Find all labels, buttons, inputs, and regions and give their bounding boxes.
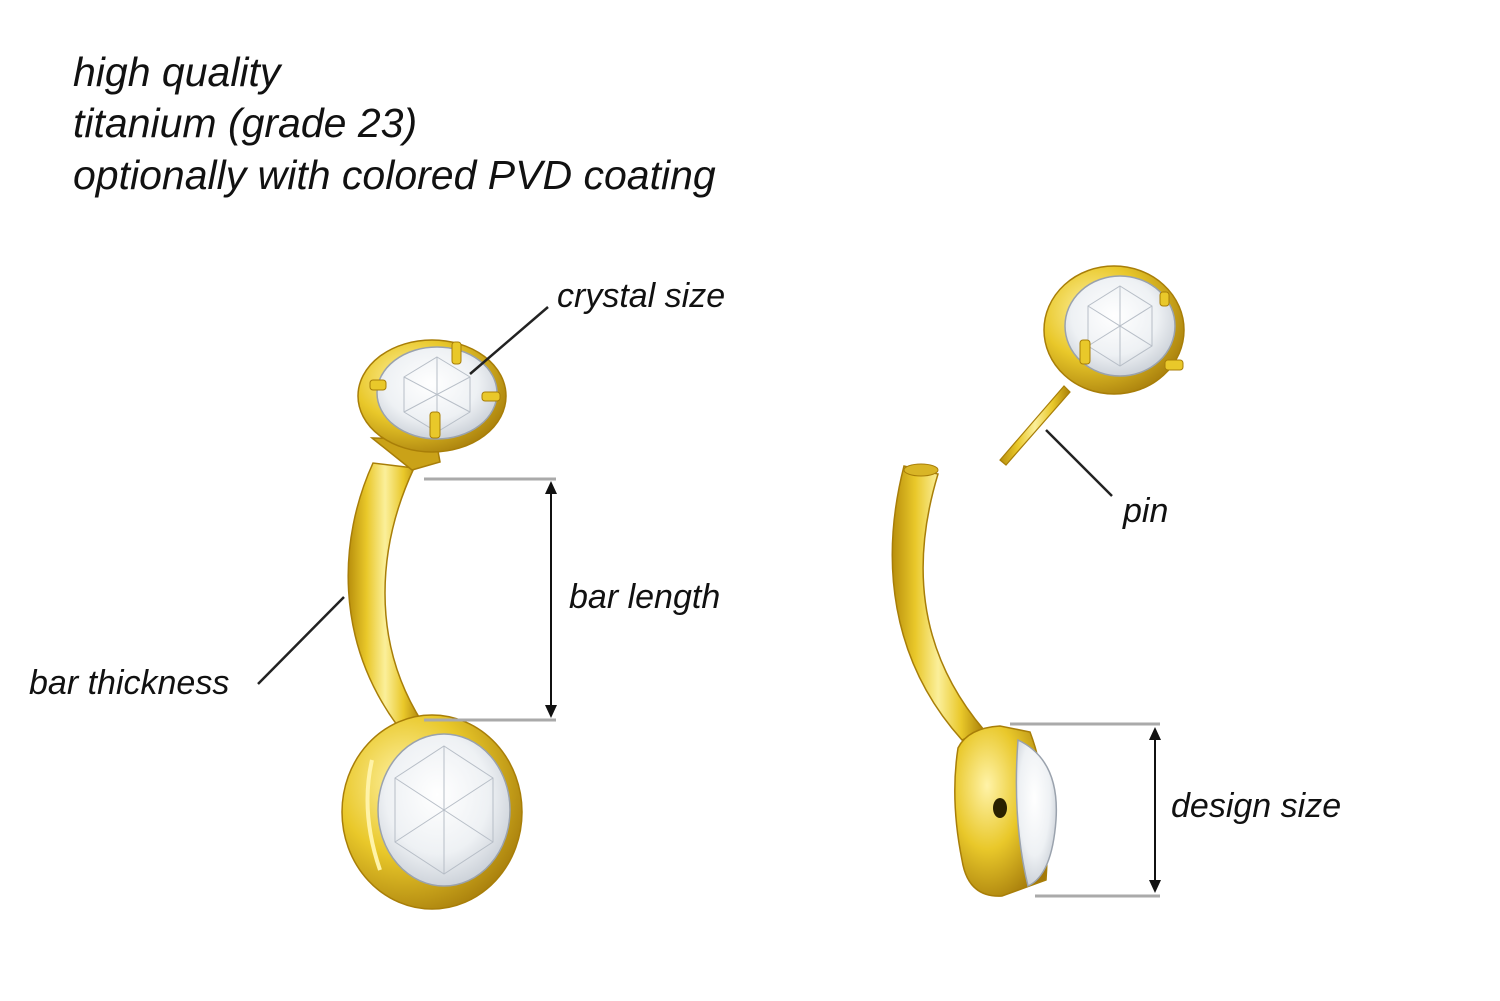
headline-coating: optionally with colored PVD coating: [73, 152, 716, 198]
curved-bar-open: [891, 465, 986, 741]
headline-material: titanium (grade 23): [73, 100, 418, 146]
curved-bar-with-design: [891, 463, 1058, 897]
crystal-size-leader: [469, 306, 549, 375]
top-crystal-setting: [357, 339, 507, 471]
pin-leader: [1045, 429, 1113, 497]
design-size-label: design size: [1171, 787, 1342, 825]
top-crystal-with-pin: [999, 265, 1185, 466]
curved-bar: [347, 462, 424, 726]
leader-lines: [257, 306, 1113, 685]
bar-length-dimension: [424, 477, 557, 722]
headline-quality: high quality: [73, 49, 281, 95]
bar-length-label: bar length: [569, 578, 721, 616]
bar-thickness-leader: [257, 596, 345, 685]
crystal-size-label: crystal size: [557, 277, 726, 315]
bar-thickness-label: bar thickness: [29, 664, 230, 702]
pin-label: pin: [1123, 492, 1169, 530]
assembled-barbell: [341, 339, 523, 910]
pin-shaft: [999, 385, 1071, 466]
bottom-crystal-setting: [341, 714, 523, 910]
design-size-dimension: [1010, 722, 1161, 898]
